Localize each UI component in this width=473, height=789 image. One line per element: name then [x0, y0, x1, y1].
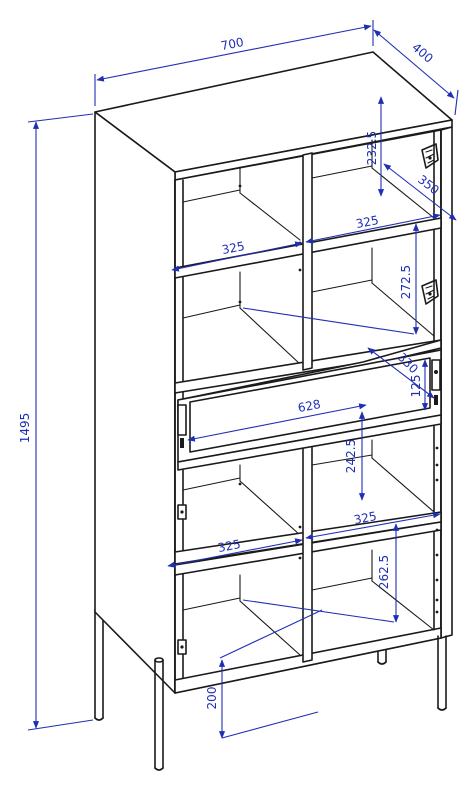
handle-icon — [180, 438, 184, 448]
dim-leg-clearance-label: 200 — [205, 687, 219, 710]
hinge-icon — [421, 143, 439, 169]
drawer-handle-left — [177, 404, 187, 436]
dim-mid-compartment-height: 272.5 — [242, 223, 420, 335]
dim-drawer-height: 125 — [409, 359, 429, 411]
dim-drawer-width-label: 628 — [297, 397, 322, 415]
hinge-icon — [177, 504, 187, 520]
dim-upper-right-width-label: 325 — [355, 213, 380, 231]
dim-leg-clearance: 200 — [205, 609, 323, 739]
center-divider-upper — [302, 152, 313, 371]
front-left-leg — [154, 657, 164, 771]
dim-lower-right-width-label: 325 — [353, 509, 378, 527]
center-divider-lower — [302, 445, 313, 663]
dim-lower-compartment-height: 262.5 — [242, 523, 400, 623]
handle-icon — [434, 370, 438, 374]
dim-height-label: 1495 — [18, 413, 32, 444]
right-side-panel — [440, 126, 453, 639]
dim-lower-compartment-height-label: 262.5 — [377, 555, 391, 589]
drawer-handle-right — [431, 359, 441, 391]
left-side-panel — [94, 111, 176, 694]
dim-upper-left-width: 325 — [171, 239, 303, 272]
hinge-icon — [177, 639, 187, 655]
dim-width-label: 700 — [220, 35, 245, 53]
dim-lower-compartment-height-upper-label: 242.5 — [344, 439, 358, 473]
dim-height: 1495 — [18, 113, 94, 731]
back-left-leg — [94, 607, 104, 721]
dim-top-compartment-height-label: 232.5 — [365, 131, 379, 165]
dim-depth-label: 400 — [409, 40, 436, 65]
dim-upper-left-width-label: 325 — [221, 239, 246, 257]
front-right-leg — [437, 635, 447, 711]
dim-lower-left-width: 325 — [167, 537, 303, 568]
dim-top-compartment-height: 232.5 — [365, 96, 385, 197]
dim-drawer-height-label: 125 — [409, 375, 423, 398]
dim-lower-compartment-height-upper: 242.5 — [344, 411, 366, 501]
dim-upper-right-width: 325 — [305, 213, 441, 244]
dim-drawer-width: 628 — [187, 397, 367, 442]
dim-width: 700 — [94, 20, 374, 106]
handle-icon — [434, 395, 438, 405]
dim-lower-left-width-label: 325 — [217, 537, 242, 555]
cabinet — [94, 51, 453, 771]
dim-mid-compartment-height-label: 272.5 — [399, 265, 413, 299]
hinge-icon — [421, 279, 439, 305]
dim-lower-right-width: 325 — [305, 509, 441, 540]
